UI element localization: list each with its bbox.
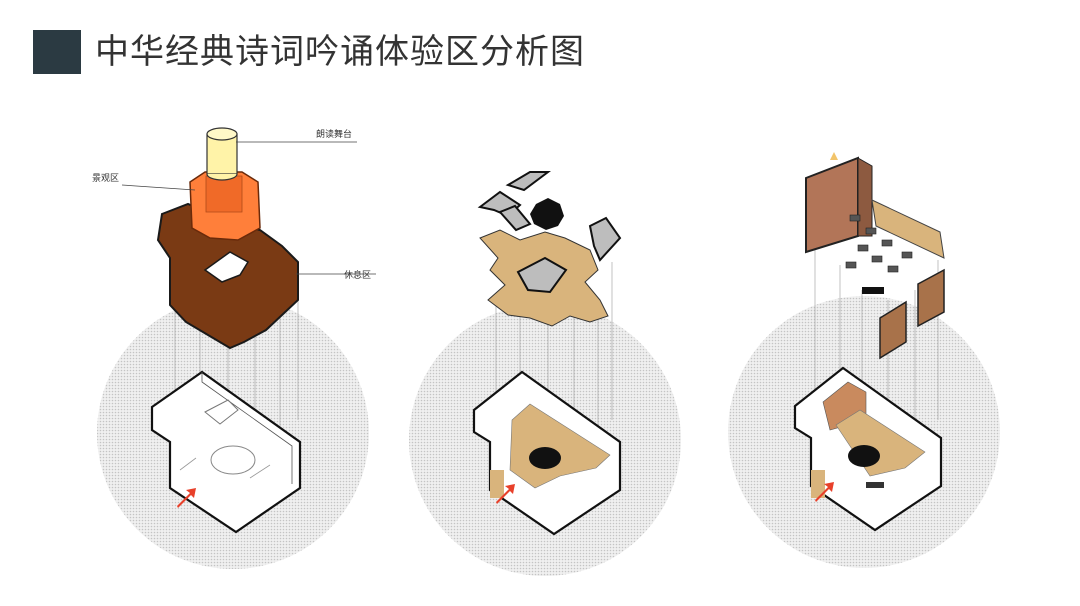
reading-stage-cylinder (206, 127, 238, 181)
diagram-3 (728, 152, 1000, 568)
page-title: 中华经典诗词吟诵体验区分析图 (95, 32, 585, 72)
diagram-1: 朗读舞台 景观区 休息区 (92, 127, 376, 569)
entrance-arrow-icon-2 (496, 484, 515, 504)
sign-plate (862, 287, 884, 294)
wall-panel-left (805, 156, 859, 254)
diagram-2 (409, 171, 681, 576)
entrance-arrow-icon-3 (815, 482, 834, 502)
wall-lamp-icon (830, 152, 838, 160)
hanging-panel-1 (879, 300, 907, 360)
black-platform-top (530, 198, 564, 230)
callout-line-landscape (121, 184, 196, 191)
label-reading-stage: 朗读舞台 (316, 128, 352, 140)
furniture-group (845, 214, 913, 273)
entrance-arrow-icon (177, 488, 196, 508)
floor-plan-2 (472, 370, 622, 536)
title-accent-block (33, 30, 81, 74)
label-landscape-area: 景观区 (92, 173, 119, 184)
wall-panel-right (871, 199, 945, 259)
hanging-panel-2 (917, 268, 945, 328)
label-rest-area: 休息区 (344, 269, 371, 281)
